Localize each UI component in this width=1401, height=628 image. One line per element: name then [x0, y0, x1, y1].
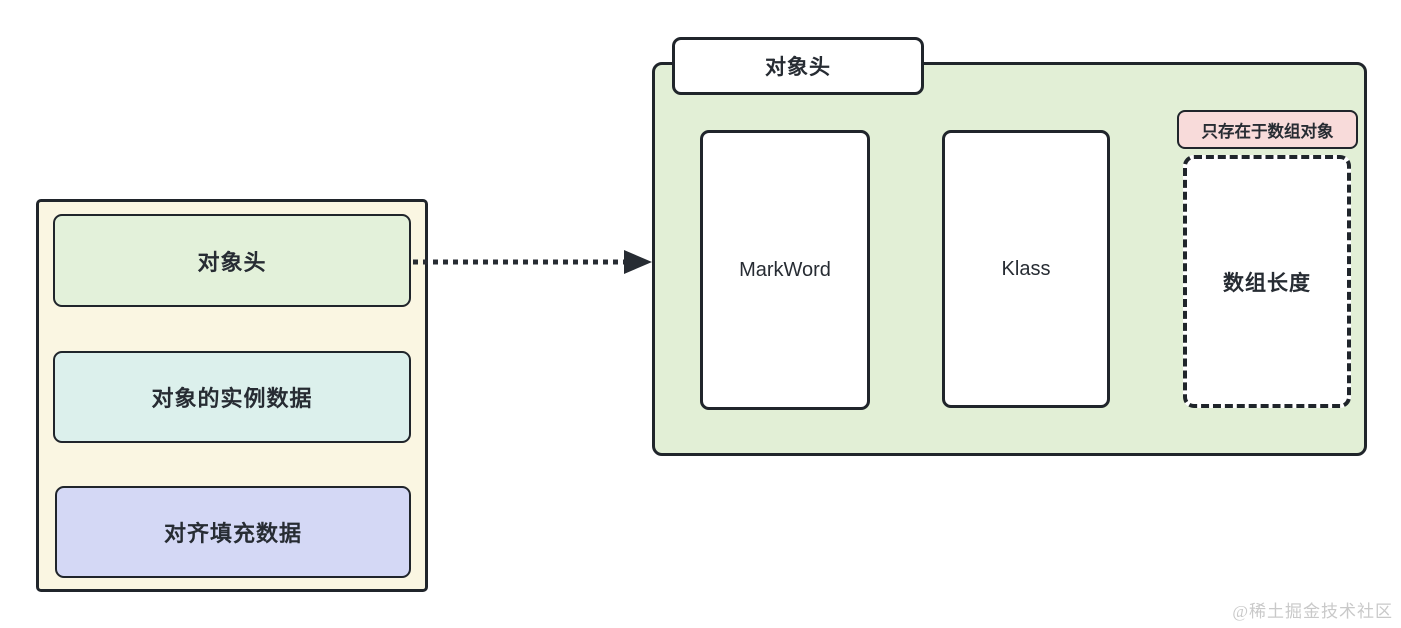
instance-data-box: 对象的实例数据: [53, 351, 411, 443]
object-header-detail-panel: MarkWord Klass 数组长度 只存在于数组对象: [652, 62, 1367, 456]
klass-box: Klass: [942, 130, 1110, 408]
array-only-note-label: 只存在于数组对象: [1201, 122, 1334, 141]
klass-label: Klass: [1001, 257, 1051, 280]
alignment-padding-label: 对齐填充数据: [163, 521, 302, 546]
alignment-padding-box: 对齐填充数据: [55, 486, 411, 578]
object-header-tab-label: 对象头: [765, 56, 831, 79]
object-header-label: 对象头: [197, 249, 267, 275]
object-header-tab: 对象头: [672, 37, 924, 95]
object-header-box: 对象头: [53, 214, 411, 307]
markword-label: MarkWord: [739, 258, 831, 281]
instance-data-label: 对象的实例数据: [151, 386, 313, 411]
markword-box: MarkWord: [700, 130, 870, 410]
object-layout-container: 对象头 对象的实例数据 对齐填充数据: [36, 199, 428, 592]
array-length-box: 数组长度: [1183, 155, 1351, 408]
watermark: @稀土掘金技术社区: [1232, 602, 1393, 621]
array-only-note: 只存在于数组对象: [1177, 110, 1358, 149]
dotted-arrow-icon: [413, 250, 652, 274]
array-length-label: 数组长度: [1223, 271, 1311, 295]
